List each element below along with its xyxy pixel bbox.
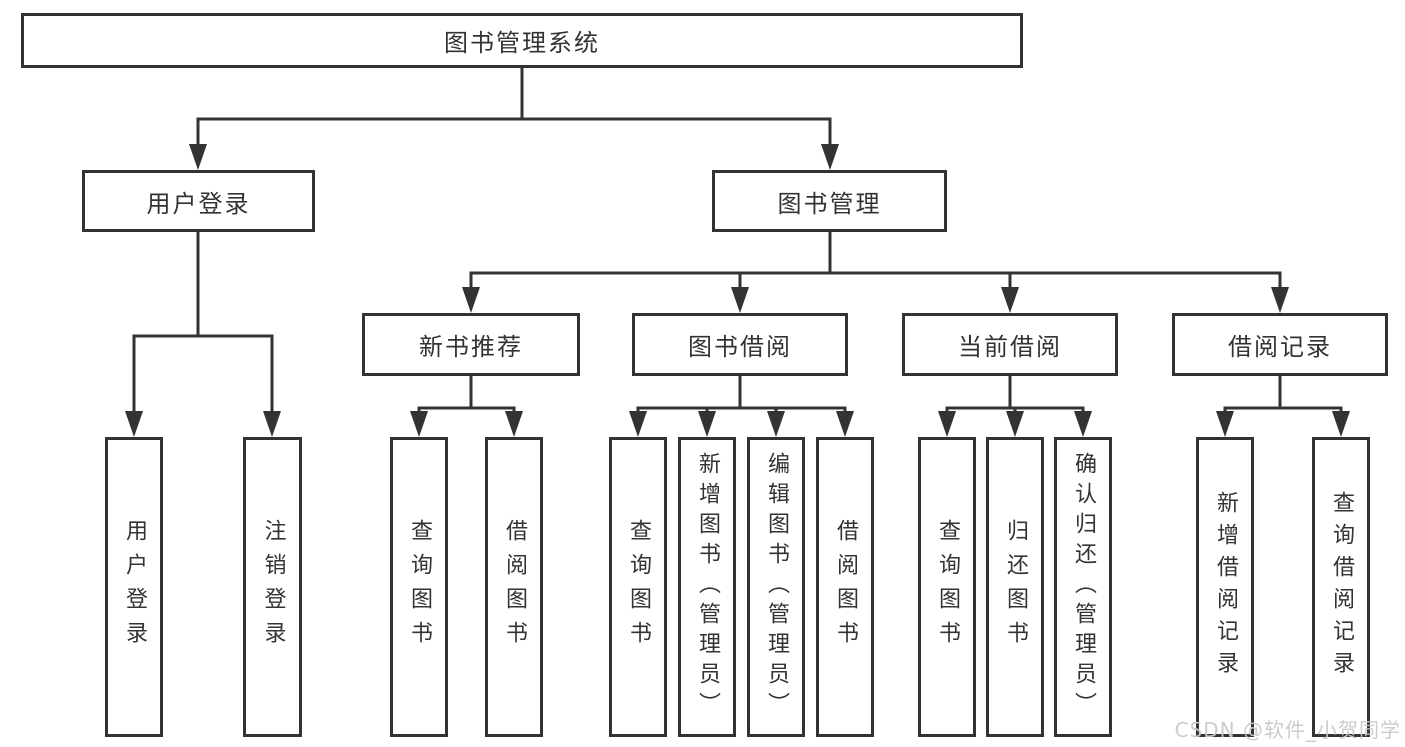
- node-book-management: 图书管理: [712, 170, 947, 232]
- leaf-logout-label: 注销登录: [260, 519, 286, 655]
- leaf-edit-book-admin: 编辑图书（管理员）: [747, 437, 805, 737]
- arrowhead-down-icon: [731, 287, 749, 313]
- leaf-current-query-books-label: 查询图书: [935, 519, 960, 655]
- node-root-label: 图书管理系统: [444, 29, 600, 57]
- leaf-borrowing-borrow-books: 借阅图书: [816, 437, 874, 737]
- arrowhead-down-icon: [1001, 287, 1019, 313]
- node-new-book-recommend: 新书推荐: [362, 313, 580, 376]
- arrowhead-down-icon: [1271, 287, 1289, 313]
- leaf-query-borrow-record-label: 查询借阅记录: [1329, 491, 1354, 683]
- node-book-borrowing: 图书借阅: [632, 313, 848, 376]
- arrowhead-down-icon: [836, 411, 854, 437]
- node-current-borrowing: 当前借阅: [902, 313, 1118, 376]
- node-borrowing-records: 借阅记录: [1172, 313, 1388, 376]
- arrowhead-down-icon: [629, 411, 647, 437]
- leaf-recommend-query-books-label: 查询图书: [407, 519, 432, 655]
- arrowhead-down-icon: [938, 411, 956, 437]
- leaf-user-login: 用户登录: [105, 437, 163, 737]
- leaf-recommend-borrow-books-label: 借阅图书: [502, 519, 527, 655]
- arrowhead-down-icon: [821, 144, 839, 170]
- leaf-logout: 注销登录: [243, 437, 302, 737]
- arrowhead-down-icon: [125, 411, 143, 437]
- arrowhead-down-icon: [767, 411, 785, 437]
- leaf-add-borrow-record-label: 新增借阅记录: [1213, 491, 1238, 683]
- leaf-current-query-books: 查询图书: [918, 437, 976, 737]
- leaf-borrowing-query-books: 查询图书: [609, 437, 667, 737]
- arrowhead-down-icon: [1216, 411, 1234, 437]
- leaf-confirm-return-admin-label: 确认归还（管理员）: [1071, 452, 1096, 722]
- node-user-login-label: 用户登录: [146, 189, 251, 218]
- arrowhead-down-icon: [505, 411, 523, 437]
- leaf-user-login-label: 用户登录: [122, 519, 147, 655]
- leaf-borrowing-borrow-books-label: 借阅图书: [833, 519, 858, 655]
- leaf-return-books: 归还图书: [986, 437, 1044, 737]
- leaf-return-books-label: 归还图书: [1003, 519, 1028, 655]
- node-book-borrowing-label: 图书借阅: [688, 333, 792, 361]
- leaf-edit-book-admin-label: 编辑图书（管理员）: [764, 452, 789, 722]
- arrowhead-down-icon: [410, 411, 428, 437]
- leaf-borrowing-query-books-label: 查询图书: [626, 519, 651, 655]
- leaf-recommend-query-books: 查询图书: [390, 437, 448, 737]
- arrowhead-down-icon: [698, 411, 716, 437]
- arrowhead-down-icon: [1332, 411, 1350, 437]
- node-book-management-label: 图书管理: [777, 189, 882, 218]
- node-borrowing-records-label: 借阅记录: [1228, 333, 1332, 361]
- leaf-confirm-return-admin: 确认归还（管理员）: [1054, 437, 1112, 737]
- leaf-add-book-admin: 新增图书（管理员）: [678, 437, 736, 737]
- node-user-login: 用户登录: [82, 170, 315, 232]
- arrowhead-down-icon: [462, 287, 480, 313]
- node-current-borrowing-label: 当前借阅: [958, 333, 1062, 361]
- arrowhead-down-icon: [1006, 411, 1024, 437]
- leaf-query-borrow-record: 查询借阅记录: [1312, 437, 1370, 737]
- arrowhead-down-icon: [189, 144, 207, 170]
- node-new-book-recommend-label: 新书推荐: [419, 333, 523, 361]
- leaf-add-borrow-record: 新增借阅记录: [1196, 437, 1254, 737]
- leaf-add-book-admin-label: 新增图书（管理员）: [695, 452, 720, 722]
- csdn-watermark: CSDN @软件_小贺同学: [1174, 718, 1401, 742]
- leaf-recommend-borrow-books: 借阅图书: [485, 437, 543, 737]
- arrowhead-down-icon: [263, 411, 281, 437]
- node-root: 图书管理系统: [21, 13, 1023, 68]
- arrowhead-down-icon: [1074, 411, 1092, 437]
